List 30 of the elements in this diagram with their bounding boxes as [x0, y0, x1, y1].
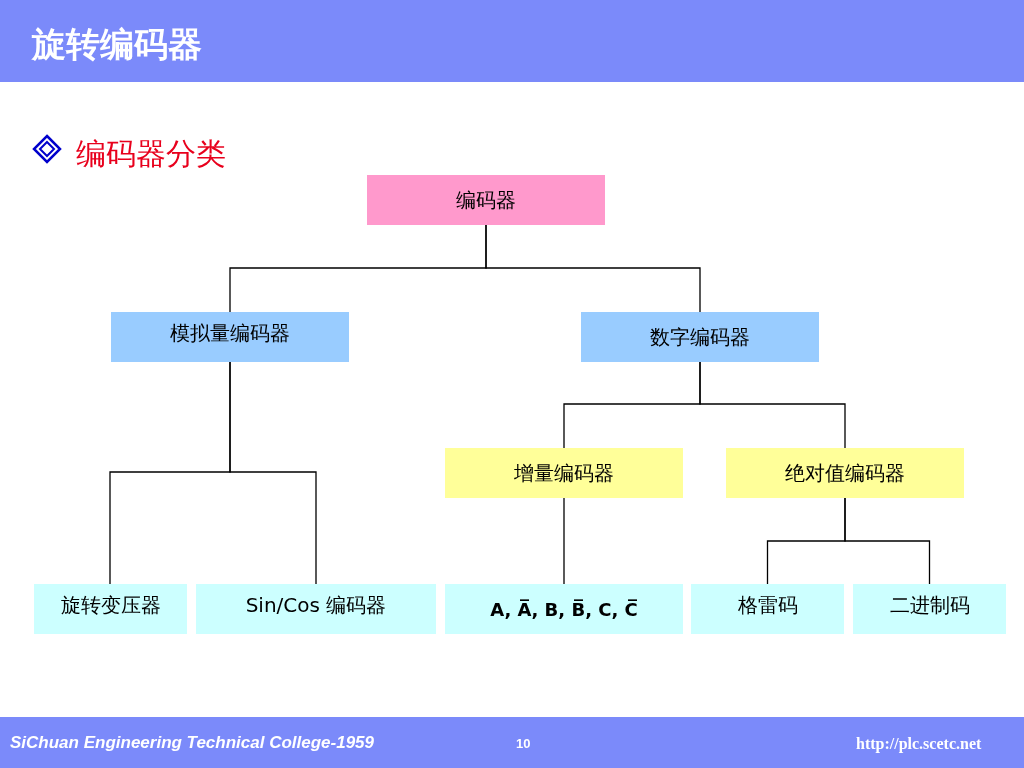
box-label: 编码器 [456, 186, 516, 214]
box-label: 旋转变压器 [60, 591, 161, 619]
page-number: 10 [516, 736, 531, 751]
category-box [34, 584, 187, 634]
connector-line [844, 497, 931, 585]
box-label: 增量编码器 [514, 459, 614, 487]
section-heading: 编码器分类 [76, 135, 226, 173]
category-box [111, 312, 349, 362]
box-label: 数字编码器 [650, 323, 750, 351]
box-label: Sin/Cos 编码器 [245, 591, 387, 619]
connector-line [563, 497, 565, 585]
slide-title: 旋转编码器 [32, 23, 202, 66]
category-box [691, 584, 844, 634]
box-label: A, A̅, B, B̅, C, C̅ [490, 598, 638, 620]
box-label: 绝对值编码器 [785, 459, 905, 487]
box-label: 格雷码 [737, 591, 798, 619]
connector-line [229, 361, 317, 585]
category-box [853, 584, 1006, 634]
box-label: 二进制码 [889, 591, 970, 619]
category-box [445, 584, 683, 634]
category-box [726, 448, 964, 498]
website-address: http://plc.scetc.net [856, 735, 982, 753]
category-box [581, 312, 819, 362]
college-name: SiChuan Engineering Technical College-1959 [10, 733, 374, 753]
category-box [367, 175, 605, 225]
box-label: 模拟量编码器 [170, 319, 290, 347]
connector-line [485, 224, 701, 313]
category-box [196, 584, 436, 634]
connector-line [699, 361, 846, 449]
category-box [445, 448, 683, 498]
